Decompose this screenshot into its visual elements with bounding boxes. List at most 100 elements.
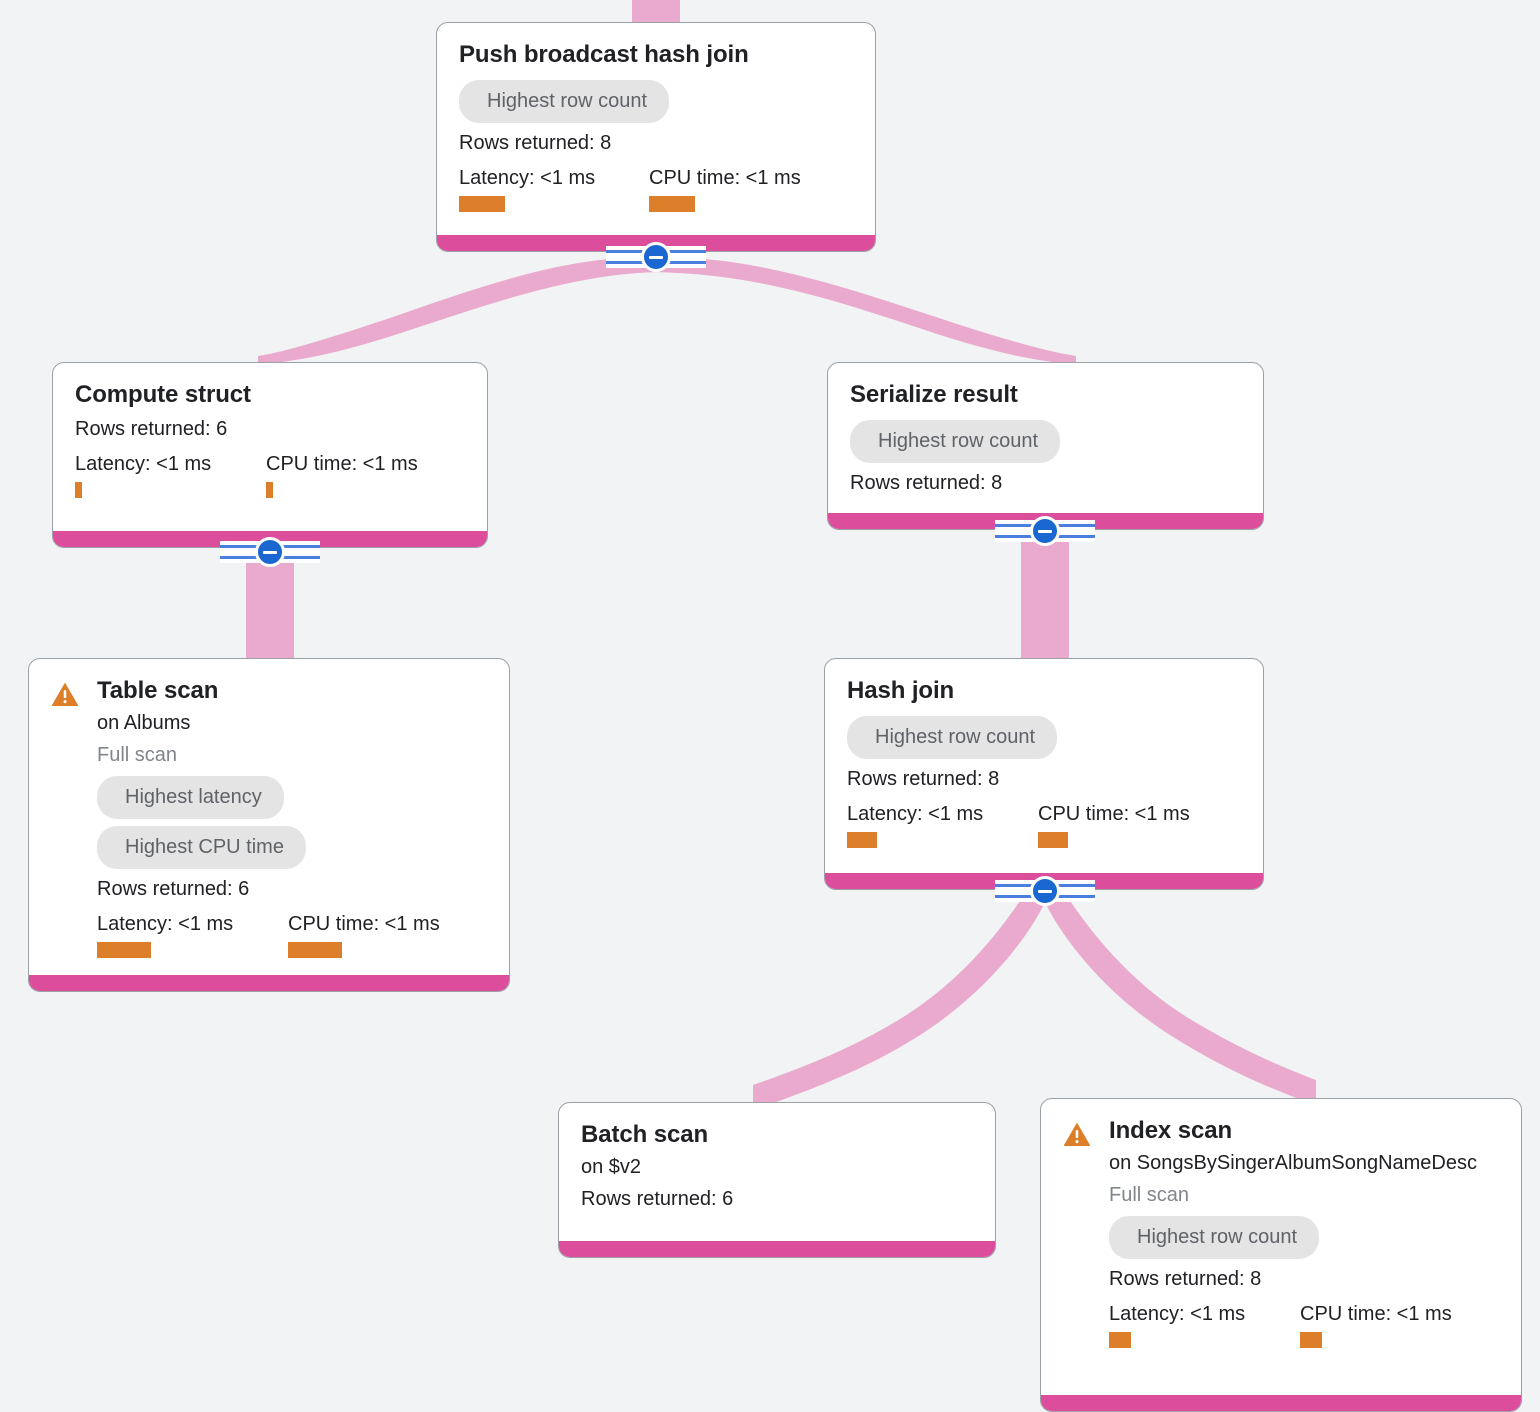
metric-cpu-time: CPU time: <1 ms: [266, 453, 418, 498]
metric-latency: Latency: <1 ms: [1109, 1303, 1300, 1348]
node-body: Push broadcast hash join Highest row cou…: [437, 23, 875, 235]
node-title: Compute struct: [75, 381, 251, 408]
node-content: Serialize result Highest row count Rows …: [850, 381, 1241, 495]
plan-node-hash-join[interactable]: Hash join Highest row count Rows returne…: [824, 658, 1264, 890]
metric-latency-label: Latency: <1 ms: [97, 912, 234, 935]
node-body: Table scan on Albums Full scan Highest l…: [29, 659, 509, 975]
collapse-toggle-compute-struct[interactable]: [220, 535, 320, 569]
rows-returned: Rows returned: 6: [75, 417, 228, 440]
metric-latency: Latency: <1 ms: [75, 453, 266, 498]
plan-node-push-broadcast-hash-join[interactable]: Push broadcast hash join Highest row cou…: [436, 22, 876, 252]
node-chips-secondary: Highest CPU time: [97, 819, 487, 869]
node-body: Batch scan on $v2 Rows returned: 6: [559, 1103, 995, 1241]
rows-returned: Rows returned: 8: [847, 767, 1000, 790]
collapse-minus-icon[interactable]: [255, 537, 285, 567]
node-subtitle: on $v2: [581, 1155, 642, 1178]
plan-node-compute-struct[interactable]: Compute struct Rows returned: 6 Latency:…: [52, 362, 488, 548]
metric-cpu-time-label: CPU time: <1 ms: [266, 452, 418, 475]
metric-latency-label: Latency: <1 ms: [459, 166, 596, 189]
node-metrics: Latency: <1 ms CPU time: <1 ms: [75, 453, 465, 498]
node-chips: Highest row count: [1109, 1209, 1499, 1259]
plan-node-serialize-result[interactable]: Serialize result Highest row count Rows …: [827, 362, 1264, 530]
warning-column: [51, 677, 97, 707]
metric-cpu-time-bar: [288, 941, 342, 958]
metric-latency-label: Latency: <1 ms: [847, 802, 984, 825]
metric-cpu-time: CPU time: <1 ms: [1300, 1303, 1452, 1348]
node-body: Compute struct Rows returned: 6 Latency:…: [53, 363, 487, 531]
metric-cpu-time: CPU time: <1 ms: [288, 913, 440, 958]
node-footer-bar: [1041, 1395, 1521, 1411]
warning-icon: [51, 682, 79, 707]
warning-icon: [1063, 1122, 1091, 1147]
node-title: Serialize result: [850, 381, 1018, 408]
node-chips: Highest row count: [459, 73, 853, 123]
node-content: Push broadcast hash join Highest row cou…: [459, 41, 853, 212]
edge-hash-join-to-index-scan: [1044, 898, 1316, 1105]
node-metrics: Latency: <1 ms CPU time: <1 ms: [459, 167, 853, 212]
node-content: Compute struct Rows returned: 6 Latency:…: [75, 381, 465, 498]
rows-returned: Rows returned: 8: [850, 471, 1003, 494]
edge-hash-join-to-batch-scan: [753, 898, 1046, 1110]
metric-latency-bar: [75, 481, 82, 498]
node-scan-type: Full scan: [97, 743, 178, 766]
metric-cpu-time-bar: [1038, 831, 1068, 848]
node-title: Hash join: [847, 677, 955, 704]
metric-cpu-time: CPU time: <1 ms: [1038, 803, 1190, 848]
badge-highest-row-count: Highest row count: [1109, 1215, 1320, 1259]
node-metrics: Latency: <1 ms CPU time: <1 ms: [1109, 1303, 1499, 1348]
node-title: Index scan: [1109, 1117, 1233, 1144]
node-chips: Highest row count: [847, 709, 1241, 759]
node-content: Batch scan on $v2 Rows returned: 6: [581, 1121, 973, 1213]
node-title: Batch scan: [581, 1121, 709, 1148]
badge-highest-latency: Highest latency: [97, 775, 284, 819]
node-metrics: Latency: <1 ms CPU time: <1 ms: [97, 913, 487, 958]
node-subtitle: on Albums: [97, 711, 191, 734]
rows-returned: Rows returned: 6: [581, 1187, 734, 1210]
collapse-minus-icon[interactable]: [1030, 876, 1060, 906]
collapse-minus-icon[interactable]: [1030, 516, 1060, 546]
edge-root-to-compute-struct: [258, 258, 658, 364]
plan-node-table-scan[interactable]: Table scan on Albums Full scan Highest l…: [28, 658, 510, 992]
metric-latency-bar: [97, 941, 151, 958]
node-footer-bar: [29, 975, 509, 991]
badge-highest-row-count: Highest row count: [850, 419, 1061, 463]
collapse-toggle-hash-join[interactable]: [995, 874, 1095, 908]
node-metrics: Latency: <1 ms CPU time: <1 ms: [847, 803, 1241, 848]
node-title: Table scan: [97, 677, 219, 704]
metric-cpu-time-bar: [649, 195, 695, 212]
metric-latency: Latency: <1 ms: [847, 803, 1038, 848]
collapse-toggle-serialize-result[interactable]: [995, 514, 1095, 548]
metric-cpu-time-label: CPU time: <1 ms: [1300, 1302, 1452, 1325]
node-body: Hash join Highest row count Rows returne…: [825, 659, 1263, 873]
rows-returned: Rows returned: 8: [1109, 1267, 1262, 1290]
node-footer-bar: [559, 1241, 995, 1257]
metric-latency-bar: [459, 195, 505, 212]
rows-returned: Rows returned: 8: [459, 131, 612, 154]
badge-highest-row-count: Highest row count: [459, 79, 670, 123]
plan-node-batch-scan[interactable]: Batch scan on $v2 Rows returned: 6: [558, 1102, 996, 1258]
warning-column: [1063, 1117, 1109, 1147]
rows-returned: Rows returned: 6: [97, 877, 250, 900]
badge-highest-row-count: Highest row count: [847, 715, 1058, 759]
metric-latency-bar: [1109, 1331, 1131, 1348]
metric-latency-label: Latency: <1 ms: [75, 452, 212, 475]
node-title: Push broadcast hash join: [459, 41, 749, 68]
metric-latency-bar: [847, 831, 877, 848]
node-content: Table scan on Albums Full scan Highest l…: [97, 677, 487, 958]
metric-latency: Latency: <1 ms: [97, 913, 288, 958]
node-body: Index scan on SongsBySingerAlbumSongName…: [1041, 1099, 1521, 1395]
metric-latency-label: Latency: <1 ms: [1109, 1302, 1246, 1325]
metric-cpu-time-bar: [1300, 1331, 1322, 1348]
metric-cpu-time-label: CPU time: <1 ms: [1038, 802, 1190, 825]
plan-node-index-scan[interactable]: Index scan on SongsBySingerAlbumSongName…: [1040, 1098, 1522, 1412]
collapse-toggle-push-broadcast-hash-join[interactable]: [606, 240, 706, 274]
edge-root-to-serialize-result: [654, 258, 1076, 364]
collapse-minus-icon[interactable]: [641, 242, 671, 272]
metric-cpu-time: CPU time: <1 ms: [649, 167, 801, 212]
node-chips: Highest row count: [850, 413, 1241, 463]
metric-cpu-time-bar: [266, 481, 273, 498]
node-content: Hash join Highest row count Rows returne…: [847, 677, 1241, 848]
node-body: Serialize result Highest row count Rows …: [828, 363, 1263, 513]
node-subtitle: on SongsBySingerAlbumSongNameDesc: [1109, 1151, 1477, 1174]
